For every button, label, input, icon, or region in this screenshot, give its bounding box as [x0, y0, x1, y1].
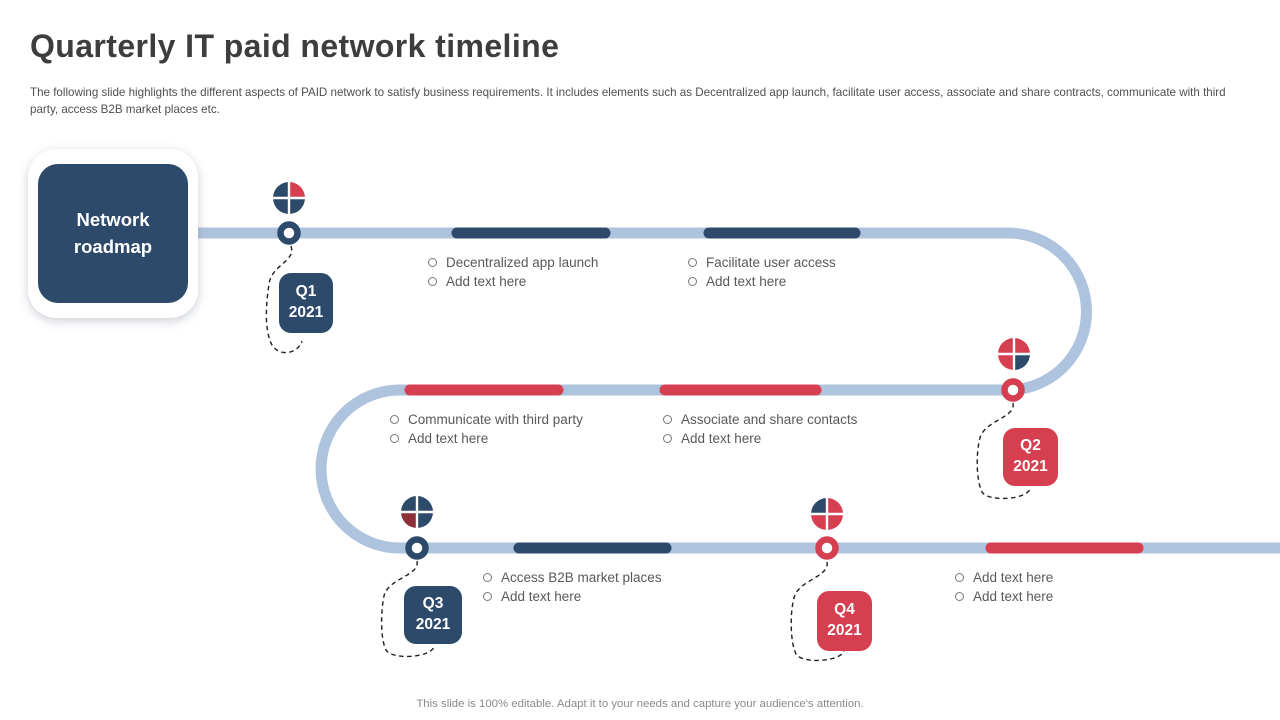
bullet-icon — [955, 592, 964, 601]
quarter-label-q4: Q4 2021 — [817, 591, 872, 651]
marker-q4 — [815, 536, 839, 560]
milestone-list-3: Communicate with third party Add text he… — [390, 410, 583, 448]
roadmap-card: Network roadmap — [28, 149, 198, 318]
connector-q2 — [976, 402, 1031, 500]
milestone-list-4: Associate and share contacts Add text he… — [663, 410, 857, 448]
marker-q1 — [277, 221, 301, 245]
milestone-item: Add text here — [681, 431, 762, 446]
quarter-year: 2021 — [415, 616, 451, 633]
quarter-year: 2021 — [827, 622, 862, 639]
quarter-label-q2: Q2 2021 — [1003, 428, 1058, 486]
bullet-icon — [688, 258, 697, 267]
bullet-icon — [955, 573, 964, 582]
milestone-item: Add text here — [446, 274, 527, 289]
connector-q3 — [380, 560, 435, 658]
bullet-icon — [483, 592, 492, 601]
milestone-item: Access B2B market places — [501, 570, 662, 585]
milestone-item: Communicate with third party — [408, 412, 583, 427]
bullet-icon — [663, 415, 672, 424]
milestone-list-5: Access B2B market places Add text here — [483, 568, 662, 606]
marker-q2 — [1001, 378, 1025, 402]
quarter-name: Q1 — [295, 283, 317, 301]
quarter-name: Q3 — [422, 595, 444, 613]
quarter-name: Q2 — [1020, 437, 1041, 455]
bullet-icon — [428, 258, 437, 267]
connector-q4 — [790, 561, 845, 662]
milestone-item: Add text here — [973, 570, 1054, 585]
milestone-item: Associate and share contacts — [681, 412, 858, 427]
milestone-item: Decentralized app launch — [446, 255, 599, 270]
bullet-icon — [688, 277, 697, 286]
milestone-list-1: Decentralized app launch Add text here — [428, 253, 598, 291]
milestone-list-2: Facilitate user access Add text here — [688, 253, 836, 291]
milestone-list-6: Add text here Add text here — [955, 568, 1053, 606]
page-title: Quarterly IT paid network timeline — [30, 28, 560, 64]
bullet-icon — [483, 573, 492, 582]
milestone-item: Add text here — [706, 274, 787, 289]
quadrant-pie-icon-q3 — [399, 494, 435, 530]
milestone-item: Add text here — [501, 589, 582, 604]
quarter-year: 2021 — [288, 304, 324, 321]
milestone-item: Facilitate user access — [706, 255, 836, 270]
quadrant-pie-icon-q4 — [809, 496, 845, 532]
bullet-icon — [390, 434, 399, 443]
roadmap-label: Network roadmap — [38, 164, 188, 303]
bullet-icon — [663, 434, 672, 443]
quarter-name: Q4 — [834, 601, 855, 619]
bullet-icon — [428, 277, 437, 286]
marker-q3 — [405, 536, 429, 560]
milestone-item: Add text here — [408, 431, 489, 446]
footer-note: This slide is 100% editable. Adapt it to… — [416, 698, 864, 710]
quarter-label-q1: Q1 2021 — [279, 273, 333, 333]
quadrant-pie-icon-q2 — [996, 336, 1032, 372]
quarter-year: 2021 — [1013, 458, 1048, 475]
slide-description: The following slide highlights the diffe… — [30, 86, 1226, 116]
quadrant-pie-icon-q1 — [271, 180, 307, 216]
quarter-label-q3: Q3 2021 — [404, 586, 462, 644]
milestone-item: Add text here — [973, 589, 1054, 604]
bullet-icon — [390, 415, 399, 424]
